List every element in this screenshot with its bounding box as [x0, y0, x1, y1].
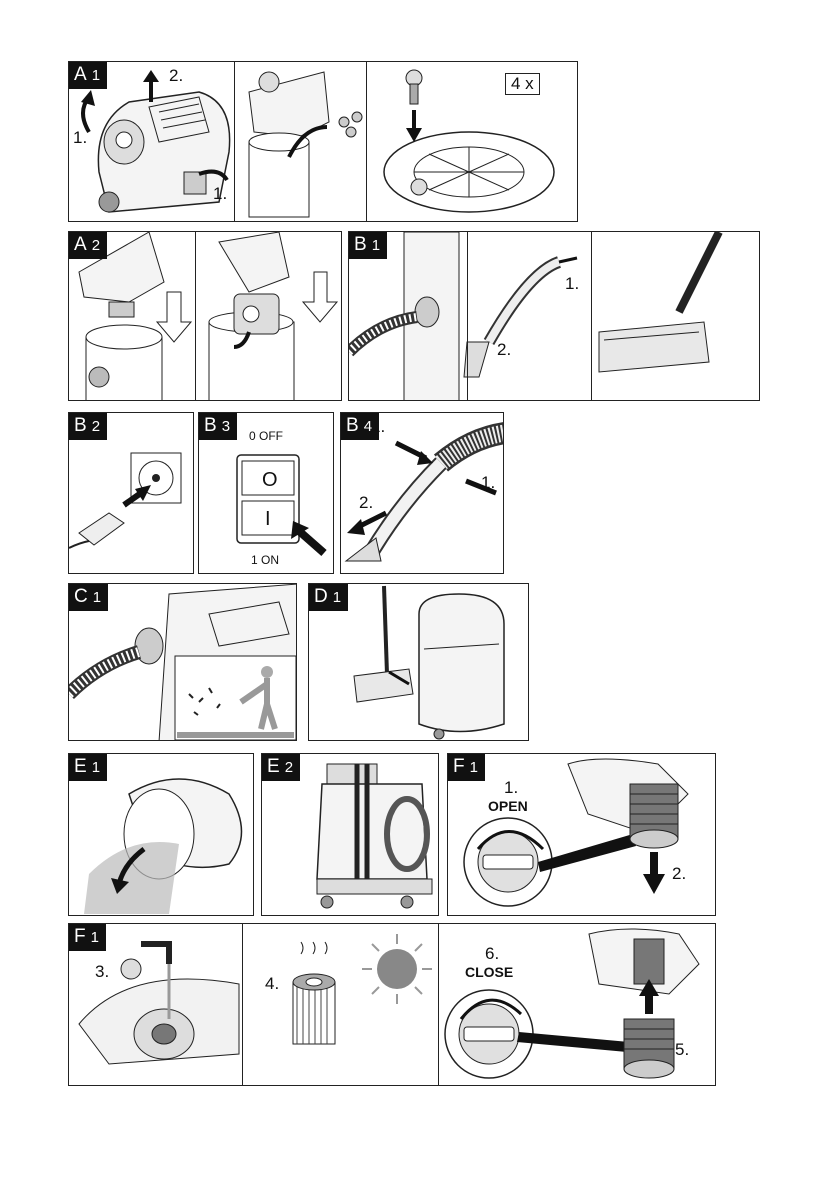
faucet-icon	[69, 924, 716, 1086]
step-label: 2.	[359, 493, 373, 513]
hose-icon	[349, 232, 760, 401]
step-label: 1.	[504, 778, 518, 798]
filter-icon	[448, 754, 716, 916]
close-label: CLOSE	[465, 964, 513, 980]
step-label: 2.	[672, 864, 686, 884]
switch-off-key: O	[262, 469, 278, 492]
step-label: 2.	[497, 340, 511, 360]
step-label: 1.	[481, 473, 495, 493]
step-label: 1.	[565, 274, 579, 294]
open-label: OPEN	[488, 798, 528, 814]
step-label: 5.	[675, 1040, 689, 1060]
count-box: 4 x	[505, 73, 540, 95]
step-label: 6.	[485, 944, 499, 964]
step-label: 1.	[371, 417, 385, 437]
switch-on-key: I	[265, 508, 271, 531]
step-label: 4.	[265, 974, 279, 994]
vacuum-icon	[69, 62, 578, 222]
sun-icon	[362, 934, 432, 1004]
on-label: 1 ON	[251, 553, 279, 567]
step-label: 1.	[213, 184, 227, 204]
off-label: 0 OFF	[249, 429, 283, 443]
step-label: 2.	[169, 66, 183, 86]
step-label: 1.	[73, 128, 87, 148]
step-label: 3.	[95, 962, 109, 982]
vacuum-icon	[69, 232, 342, 401]
